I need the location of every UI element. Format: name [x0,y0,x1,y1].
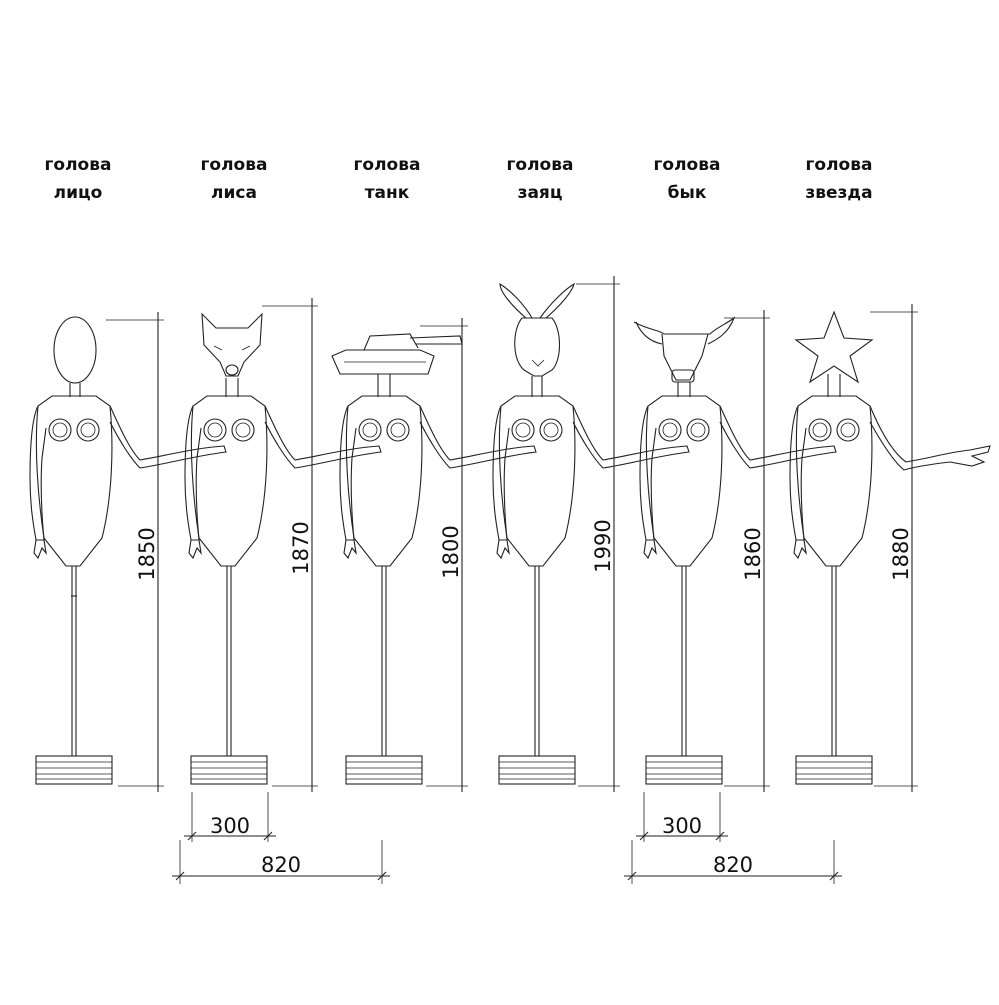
figure-3-label-line2: танк [365,183,410,203]
fox-head [201,312,263,397]
figure-6-height: 1880 [889,527,913,580]
figure-6-label-line2: звезда [805,183,872,203]
extended-arm-right [869,405,991,471]
figure-4-label-line1: голова [507,155,574,175]
figure-5-label-line2: бык [668,183,707,203]
bull-head [633,316,736,397]
figure-5-height: 1860 [741,527,765,580]
width-dimensions-left: 300 820 [172,792,390,884]
figure-5-label-line1: голова [654,155,721,175]
figure-4-label-line2: заяц [518,183,563,203]
height-dimensions: 1850 1870 1800 1990 1860 1880 [106,276,918,792]
figure-3-label-line1: голова [354,155,421,175]
mannequin-face [29,395,227,785]
figure-2-label-line1: голова [201,155,268,175]
right-span-width: 820 [713,853,753,877]
tank-head [331,333,463,397]
mannequin-star [789,395,873,785]
left-base-width: 300 [210,814,250,838]
figure-2-label-line2: лиса [211,183,257,203]
mannequin-bull [639,395,837,785]
figure-1-height: 1850 [135,527,159,580]
figure-3-height: 1800 [439,525,463,578]
left-span-width: 820 [261,853,301,877]
labels: голова лицо голова лиса голова танк голо… [45,155,873,203]
right-base-width: 300 [662,814,702,838]
face-head [53,316,97,597]
figure-4-height: 1990 [591,519,615,572]
figure-1-label-line2: лицо [54,183,103,203]
figure-2-height: 1870 [289,521,313,574]
hare-head [499,282,575,397]
star-head [794,310,874,397]
figure-6-label-line1: голова [806,155,873,175]
width-dimensions-right: 300 820 [624,792,842,884]
figure-1-label-line1: голова [45,155,112,175]
